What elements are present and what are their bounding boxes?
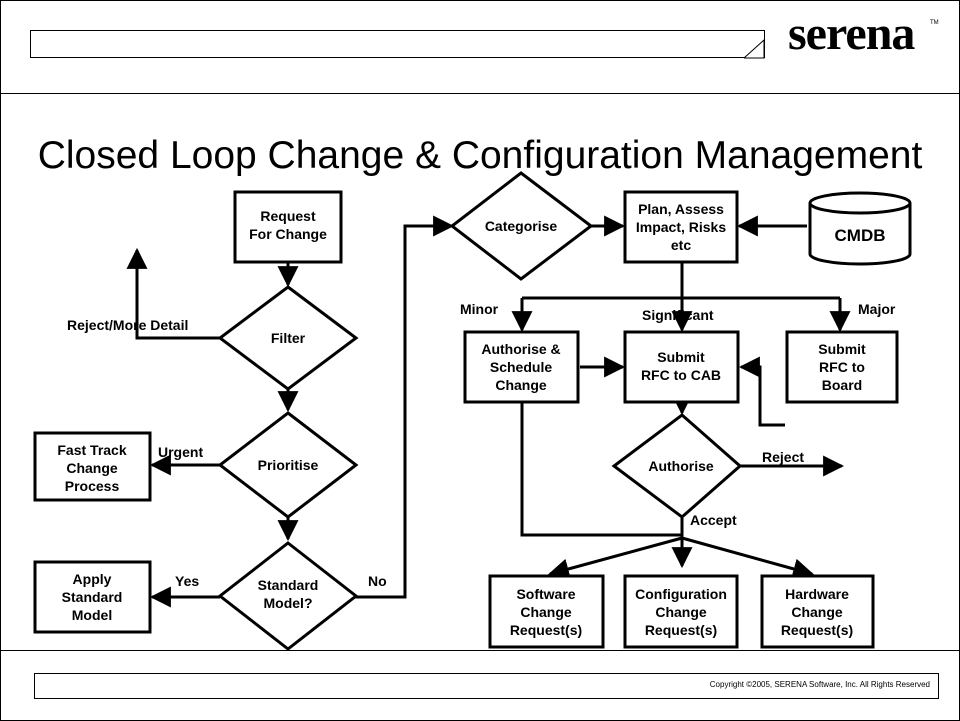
edge-labels: Reject/More Detail Urgent Yes No Minor S… [67, 301, 896, 589]
edge-standard-categorise [355, 215, 455, 599]
node-submit-board [785, 330, 899, 404]
node-cmdb [808, 191, 912, 266]
node-authorise-schedule [463, 330, 580, 404]
edge-label-reject: Reject [762, 449, 804, 465]
copyright-text: Copyright ©2005, SERENA Software, Inc. A… [709, 680, 930, 689]
node-fast-track [33, 431, 152, 502]
edge-board-cab [738, 356, 785, 427]
header-title-box [30, 30, 765, 58]
edge-label-accept: Accept [690, 512, 737, 528]
edge-filter-reject [126, 247, 220, 340]
footer-box: Copyright ©2005, SERENA Software, Inc. A… [34, 673, 939, 699]
edge-schedule-down [520, 402, 682, 537]
node-configuration-change [623, 574, 739, 649]
logo-trademark: TM [930, 20, 939, 26]
label-authorise: Authorise [648, 458, 714, 474]
node-plan-assess [623, 190, 739, 264]
page-curl-icon [743, 38, 765, 59]
connectors [126, 215, 851, 608]
label-prioritise: Prioritise [258, 457, 319, 473]
edge-accept-hardware [681, 536, 815, 580]
node-authorise [611, 413, 743, 519]
node-software-change [488, 574, 605, 649]
node-filter [217, 285, 359, 391]
node-standard-model [217, 541, 359, 651]
footer-divider [0, 650, 960, 651]
edge-label-minor: Minor [460, 301, 499, 317]
edge-label-urgent: Urgent [158, 444, 203, 460]
node-categorise [449, 171, 594, 281]
node-request-for-change [233, 190, 343, 264]
edge-label-significant: Significant [642, 307, 714, 323]
label-filter: Filter [271, 330, 306, 346]
label-cmdb: CMDB [835, 226, 886, 245]
edge-label-major: Major [858, 301, 896, 317]
edge-accept-software [547, 536, 683, 580]
serena-logo: serena [788, 7, 915, 60]
node-submit-cab [623, 330, 740, 404]
header-divider [0, 93, 960, 94]
node-prioritise [217, 411, 359, 519]
node-hardware-change [760, 574, 875, 649]
node-apply-standard [33, 560, 152, 634]
edge-label-yes: Yes [175, 573, 199, 589]
slide-title: Closed Loop Change & Configuration Manag… [37, 134, 923, 177]
edge-label-no: No [368, 573, 387, 589]
label-categorise: Categorise [485, 218, 558, 234]
edge-label-reject-more-detail: Reject/More Detail [67, 317, 188, 333]
